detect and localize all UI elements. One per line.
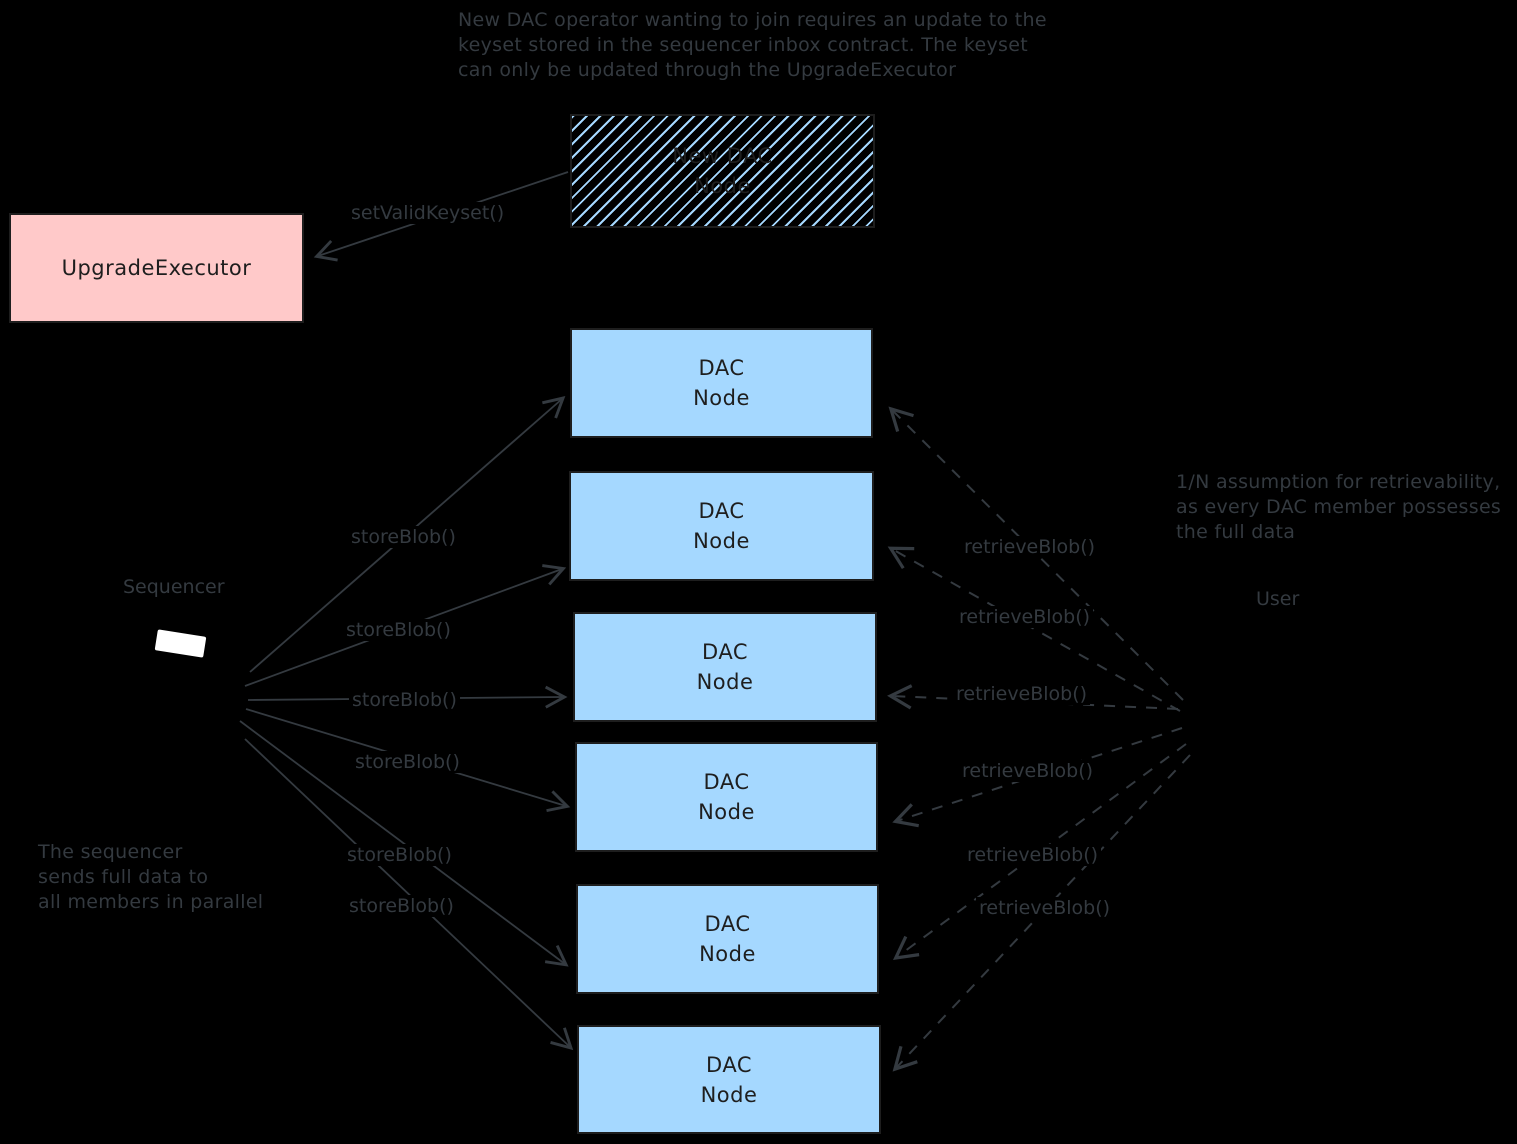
upgrade-executor-label: UpgradeExecutor [61,256,252,280]
store-blob-label-1: storeBlob() [348,526,459,548]
retrieve-blob-label-6: retrieveBlob() [976,897,1114,919]
retrieve-blob-label-1: retrieveBlob() [961,536,1099,558]
note-line: The sequencer [38,841,183,863]
retrieve-blob-label-4: retrieveBlob() [959,760,1097,782]
dac-node-label-line2: Node [693,529,750,553]
dac-node-box-2: DAC Node [569,471,874,581]
arrow-retrieve-blob-5 [892,743,1187,960]
store-blob-label-2: storeBlob() [343,619,454,641]
dac-node-label-line2: Node [700,1082,758,1107]
dac-node-label-line2: Node [696,670,754,694]
note-retrievability: 1/N assumption for retrievability, as ev… [1176,470,1501,545]
dac-node-box-4: DAC Node [575,742,878,852]
note-line: keyset stored in the sequencer inbox con… [458,34,1028,56]
dac-node-label-line1: DAC [698,356,745,380]
dac-node-box-5: DAC Node [576,884,879,994]
dac-node-box-6: DAC Node [577,1025,881,1134]
note-line: as every DAC member possesses [1176,496,1502,518]
note-line: the full data [1176,521,1296,543]
store-blob-label-6: storeBlob() [346,895,457,917]
arrow-store-blob-5 [239,720,569,967]
dac-node-label-line2: Node [698,800,755,824]
dac-node-box-3: DAC Node [573,612,877,722]
store-blob-label-3: storeBlob() [349,689,460,711]
note-line: sends full data to [38,866,209,888]
new-dac-node-label-line1: New DAC [672,144,773,168]
arrow-store-blob-6 [244,738,574,1051]
new-dac-node-box: New DAC Node [570,114,875,228]
new-dac-node-label-line2: Node [694,174,751,198]
arrow-retrieve-blob-1 [888,406,1184,701]
upgrade-executor-box: UpgradeExecutor [9,213,304,323]
store-blob-label-4: storeBlob() [352,751,463,773]
note-keyset-update: New DAC operator wanting to join require… [458,8,1047,83]
dac-node-label-line1: DAC [703,770,750,794]
retrieve-blob-label-2: retrieveBlob() [956,606,1094,628]
note-line: 1/N assumption for retrievability, [1176,471,1501,493]
dac-node-label-line1: DAC [702,640,748,664]
dac-node-label-line1: DAC [706,1052,752,1077]
dac-node-label-line1: DAC [704,912,751,936]
dac-node-label-line2: Node [693,386,750,410]
note-sequencer-parallel: The sequencer sends full data to all mem… [38,840,263,915]
note-line: can only be updated through the UpgradeE… [458,59,957,81]
arrow-retrieve-blob-2 [887,546,1181,712]
user-label: User [1256,588,1300,610]
dac-node-box-1: DAC Node [570,328,873,438]
note-line: all members in parallel [38,891,264,913]
arrow-retrieve-blob-3 [887,684,1179,710]
set-valid-keyset-label: setValidKeyset() [348,202,508,224]
note-line: New DAC operator wanting to join require… [458,9,1047,31]
dac-node-label-line1: DAC [698,499,745,523]
retrieve-blob-label-3: retrieveBlob() [953,683,1091,705]
store-blob-label-5: storeBlob() [344,844,455,866]
sequencer-label: Sequencer [123,576,225,598]
retrieve-blob-label-5: retrieveBlob() [964,844,1102,866]
dac-node-label-line2: Node [699,942,756,966]
